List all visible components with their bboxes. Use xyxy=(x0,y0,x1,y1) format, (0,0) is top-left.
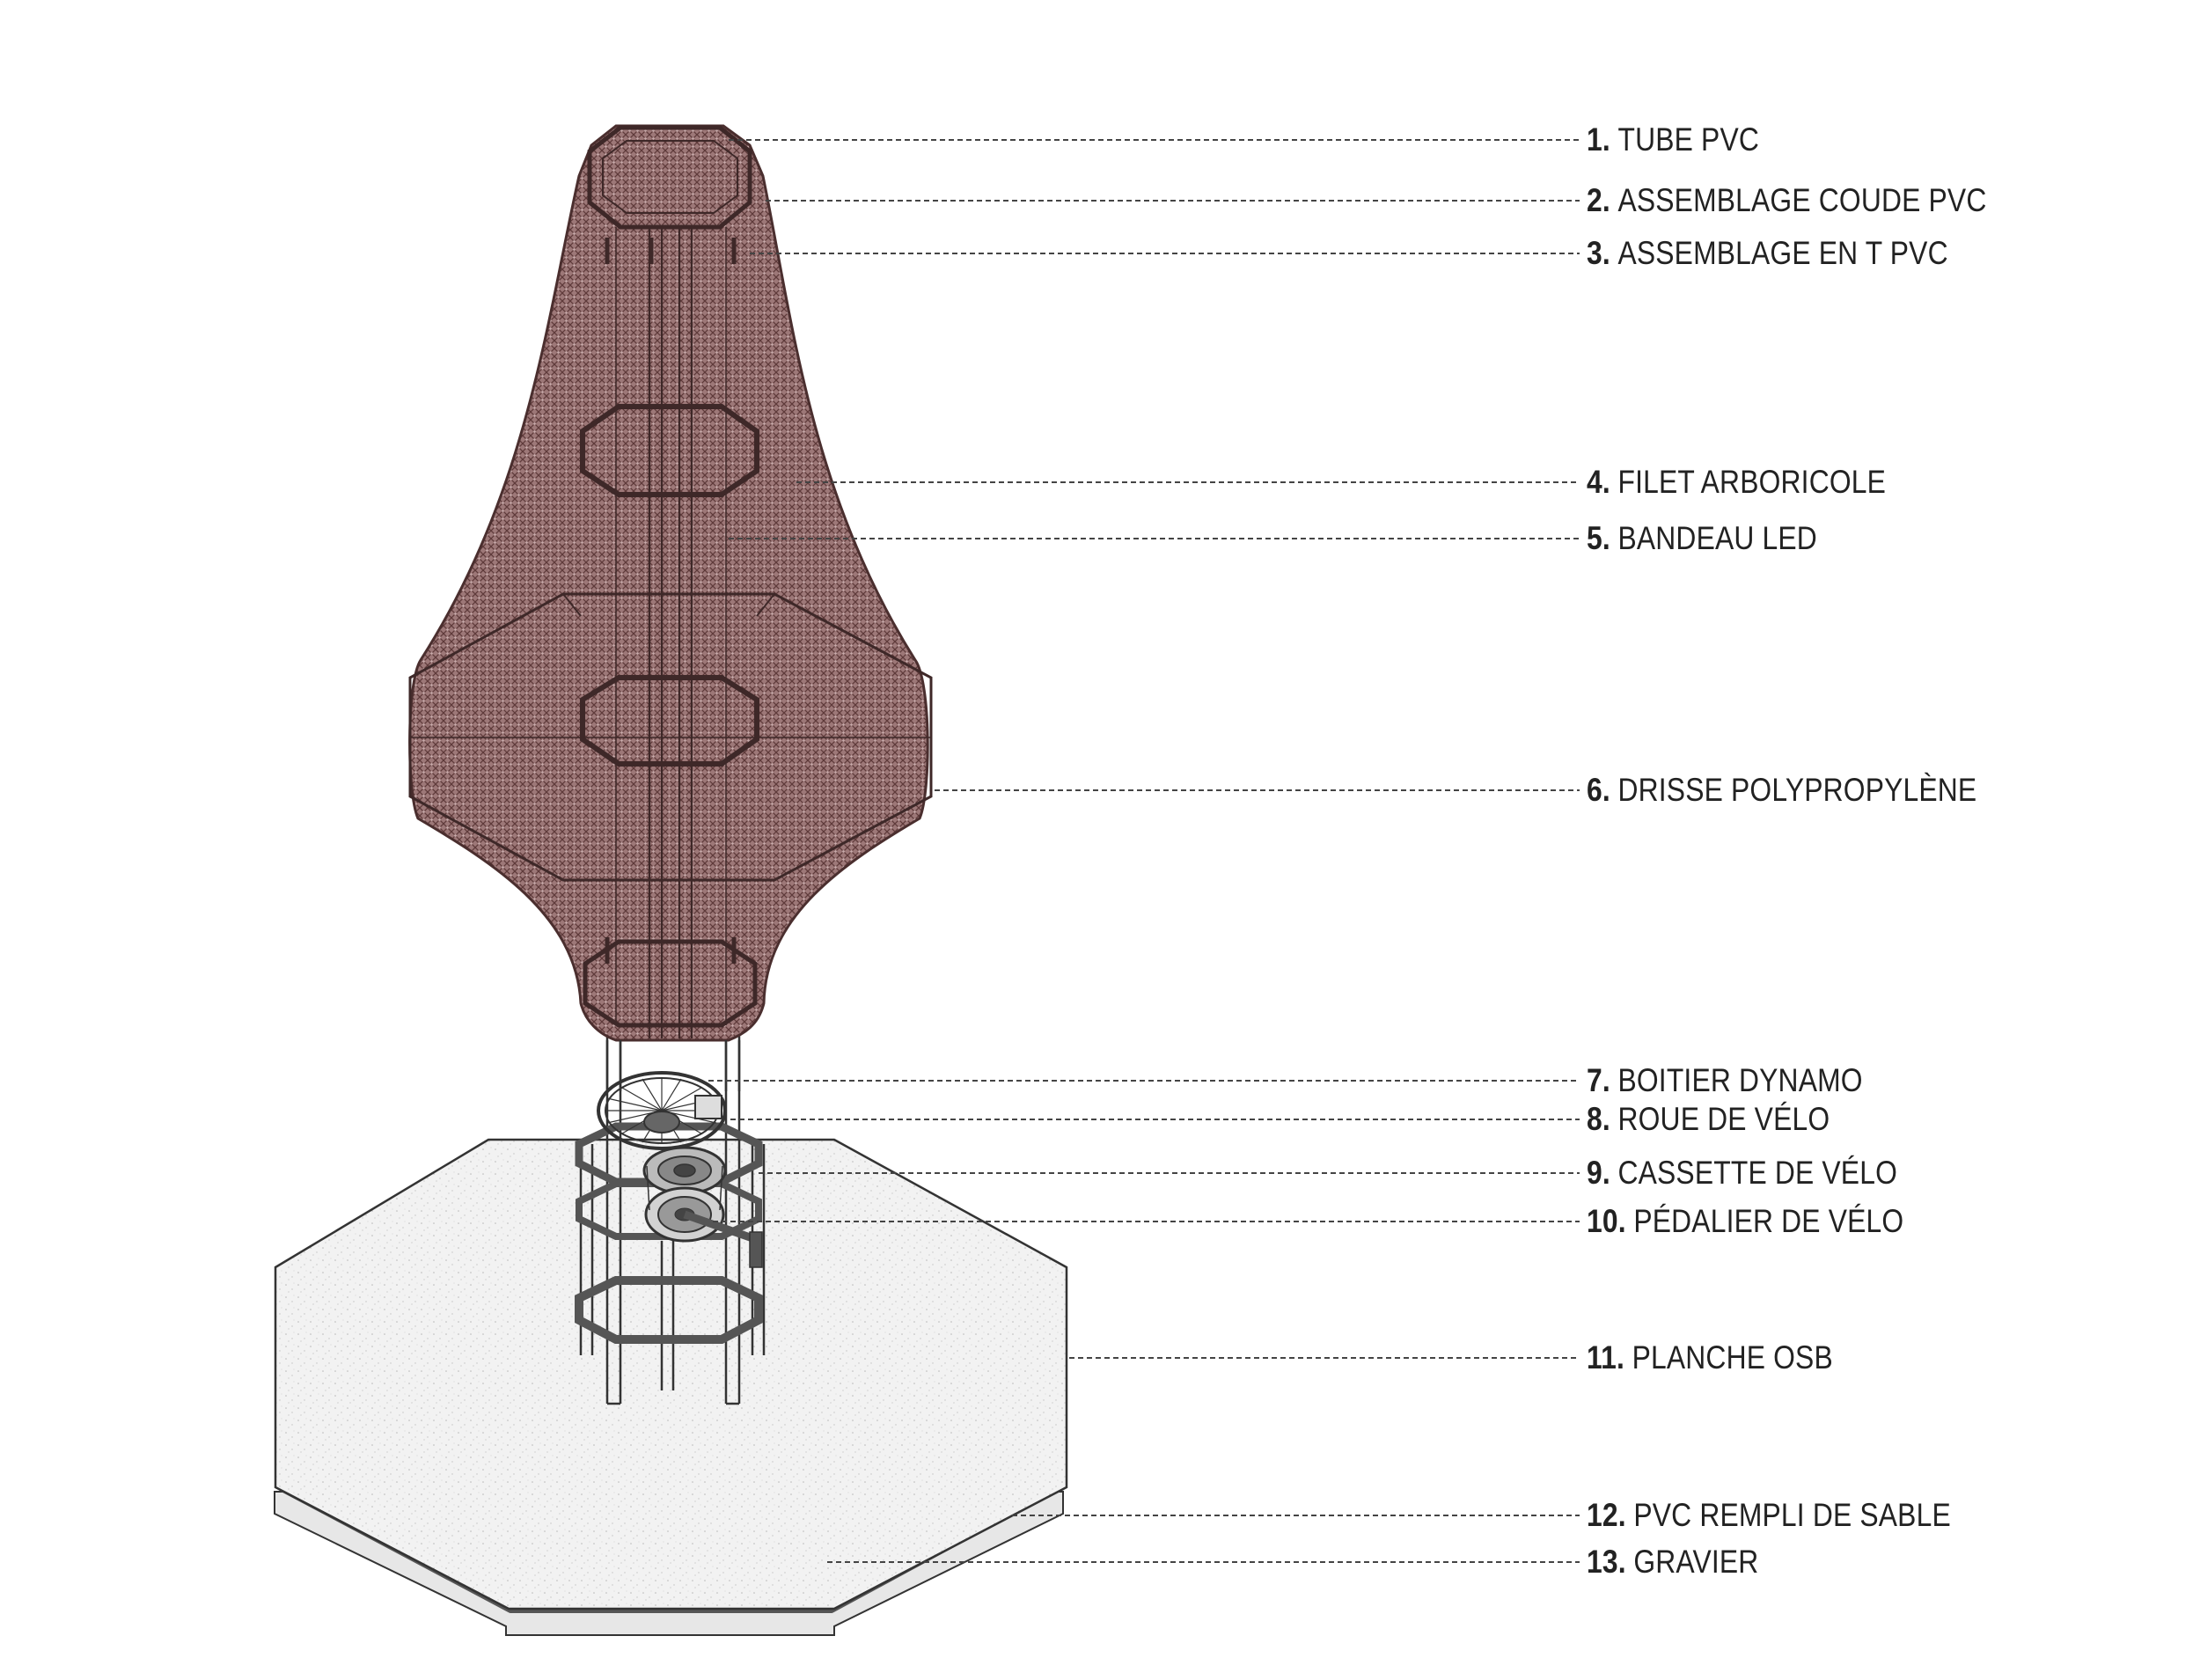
bicycle-crankset xyxy=(644,1186,763,1268)
tree-net xyxy=(408,124,929,1042)
upper-lamp xyxy=(408,124,933,1091)
bicycle-cassette xyxy=(642,1146,727,1195)
pvc-ring-middle xyxy=(576,1180,762,1240)
osb-board xyxy=(274,1138,1068,1610)
pvc-ring-lower xyxy=(575,1276,763,1344)
inner-pvc-frame xyxy=(408,125,933,1038)
leader-lines xyxy=(708,139,1580,1563)
dynamo-box xyxy=(694,1095,722,1119)
lower-frame xyxy=(575,1025,766,1405)
lower-stems xyxy=(605,1040,741,1091)
base-layers xyxy=(274,1138,1068,1636)
